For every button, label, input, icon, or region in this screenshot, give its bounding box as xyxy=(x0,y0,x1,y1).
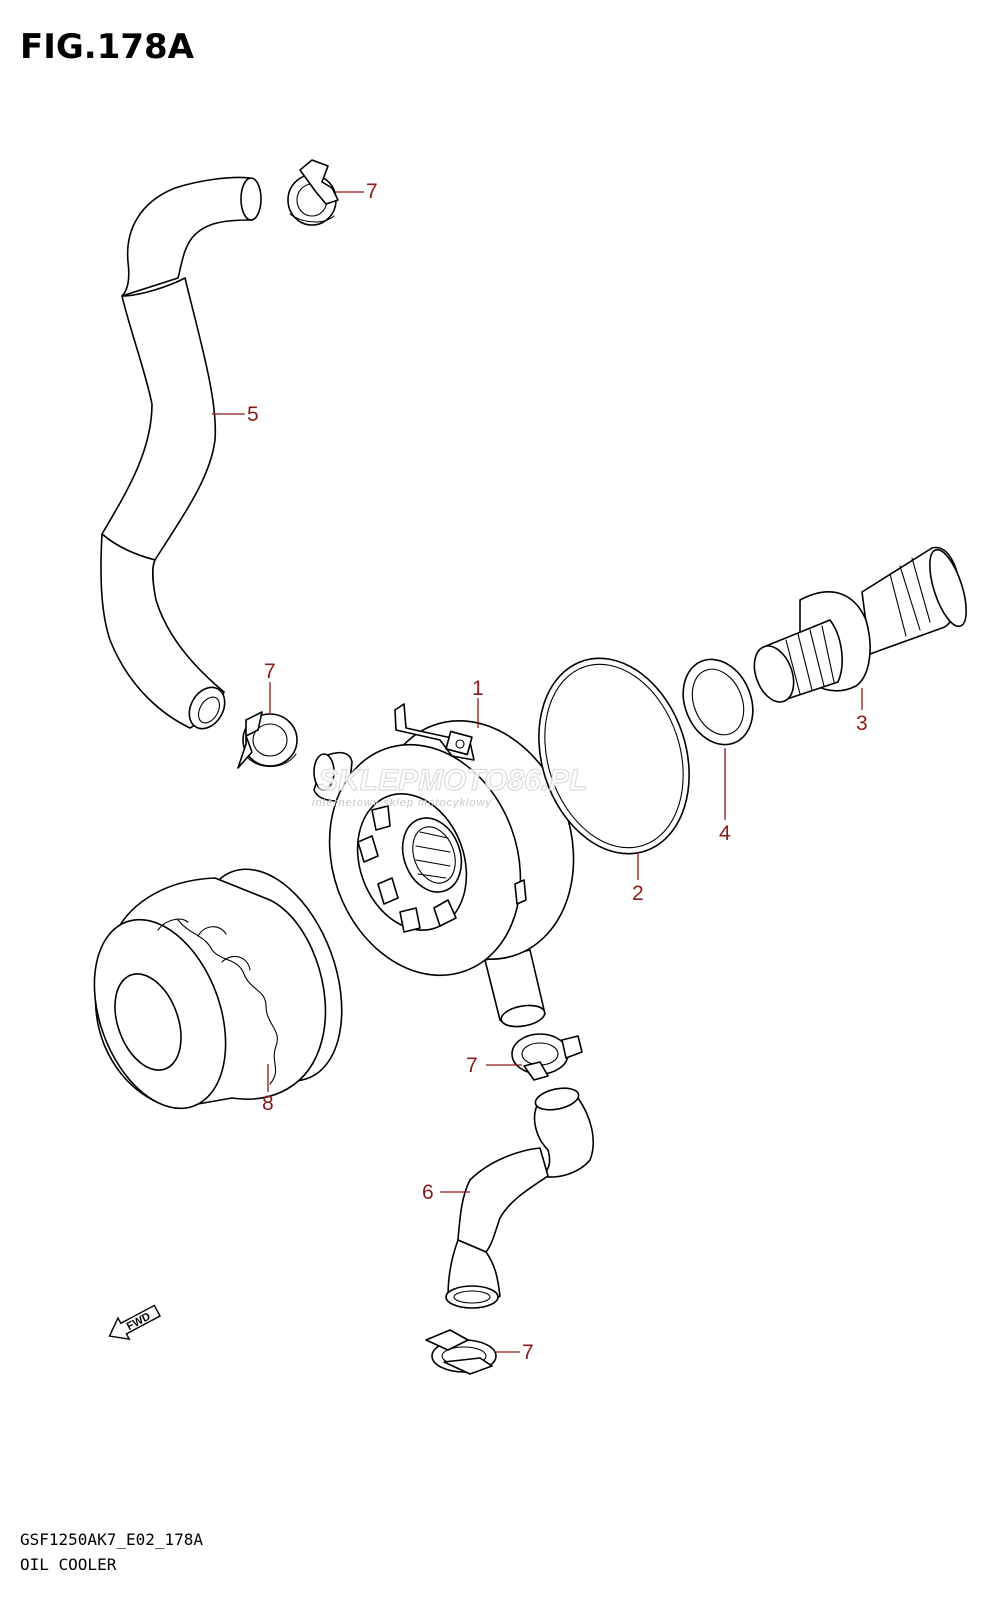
lower-hose[interactable] xyxy=(445,1085,594,1309)
hose-clamp-bottom[interactable] xyxy=(425,1329,497,1375)
callout-union-bolt: 3 xyxy=(856,712,868,735)
fwd-arrow-icon: FWD xyxy=(108,1304,161,1341)
callout-clamp-middle: 7 xyxy=(466,1054,478,1077)
union-bolt[interactable] xyxy=(747,546,974,708)
callout-upper-hose: 5 xyxy=(247,403,259,426)
watermark-tagline: internetowy sklep motocyklowy xyxy=(312,797,493,809)
hose-clamp-left[interactable] xyxy=(237,711,298,769)
model-code: GSF1250AK7_E02_178A xyxy=(20,1530,203,1549)
callout-clamp-left: 7 xyxy=(264,660,276,683)
hose-clamp-middle[interactable] xyxy=(511,1033,583,1081)
oil-cooler[interactable] xyxy=(298,693,606,1030)
callout-clamp-bottom: 7 xyxy=(522,1341,534,1364)
gasket[interactable] xyxy=(671,649,765,755)
figure-title: FIG.178A xyxy=(20,27,195,67)
callout-gasket: 4 xyxy=(719,822,731,845)
callout-oil-filter: 8 xyxy=(262,1092,274,1115)
callout-lower-hose: 6 xyxy=(422,1181,434,1204)
hose-clamp-top[interactable] xyxy=(287,159,339,226)
oil-filter[interactable] xyxy=(70,849,369,1126)
watermark-brand: SKLEPMOTO86.PL xyxy=(318,764,588,797)
callout-oil-cooler: 1 xyxy=(472,677,484,700)
fwd-label: FWD xyxy=(125,1310,153,1332)
upper-hose[interactable] xyxy=(100,176,262,735)
watermark: SKLEPMOTO86.PL internetowy sklep motocyk… xyxy=(312,763,588,809)
leader-lines xyxy=(212,191,863,1353)
callout-o-ring: 2 xyxy=(632,882,644,905)
callout-clamp-top: 7 xyxy=(366,180,378,203)
figure-caption: OIL COOLER xyxy=(20,1555,117,1574)
o-ring[interactable] xyxy=(515,639,714,874)
